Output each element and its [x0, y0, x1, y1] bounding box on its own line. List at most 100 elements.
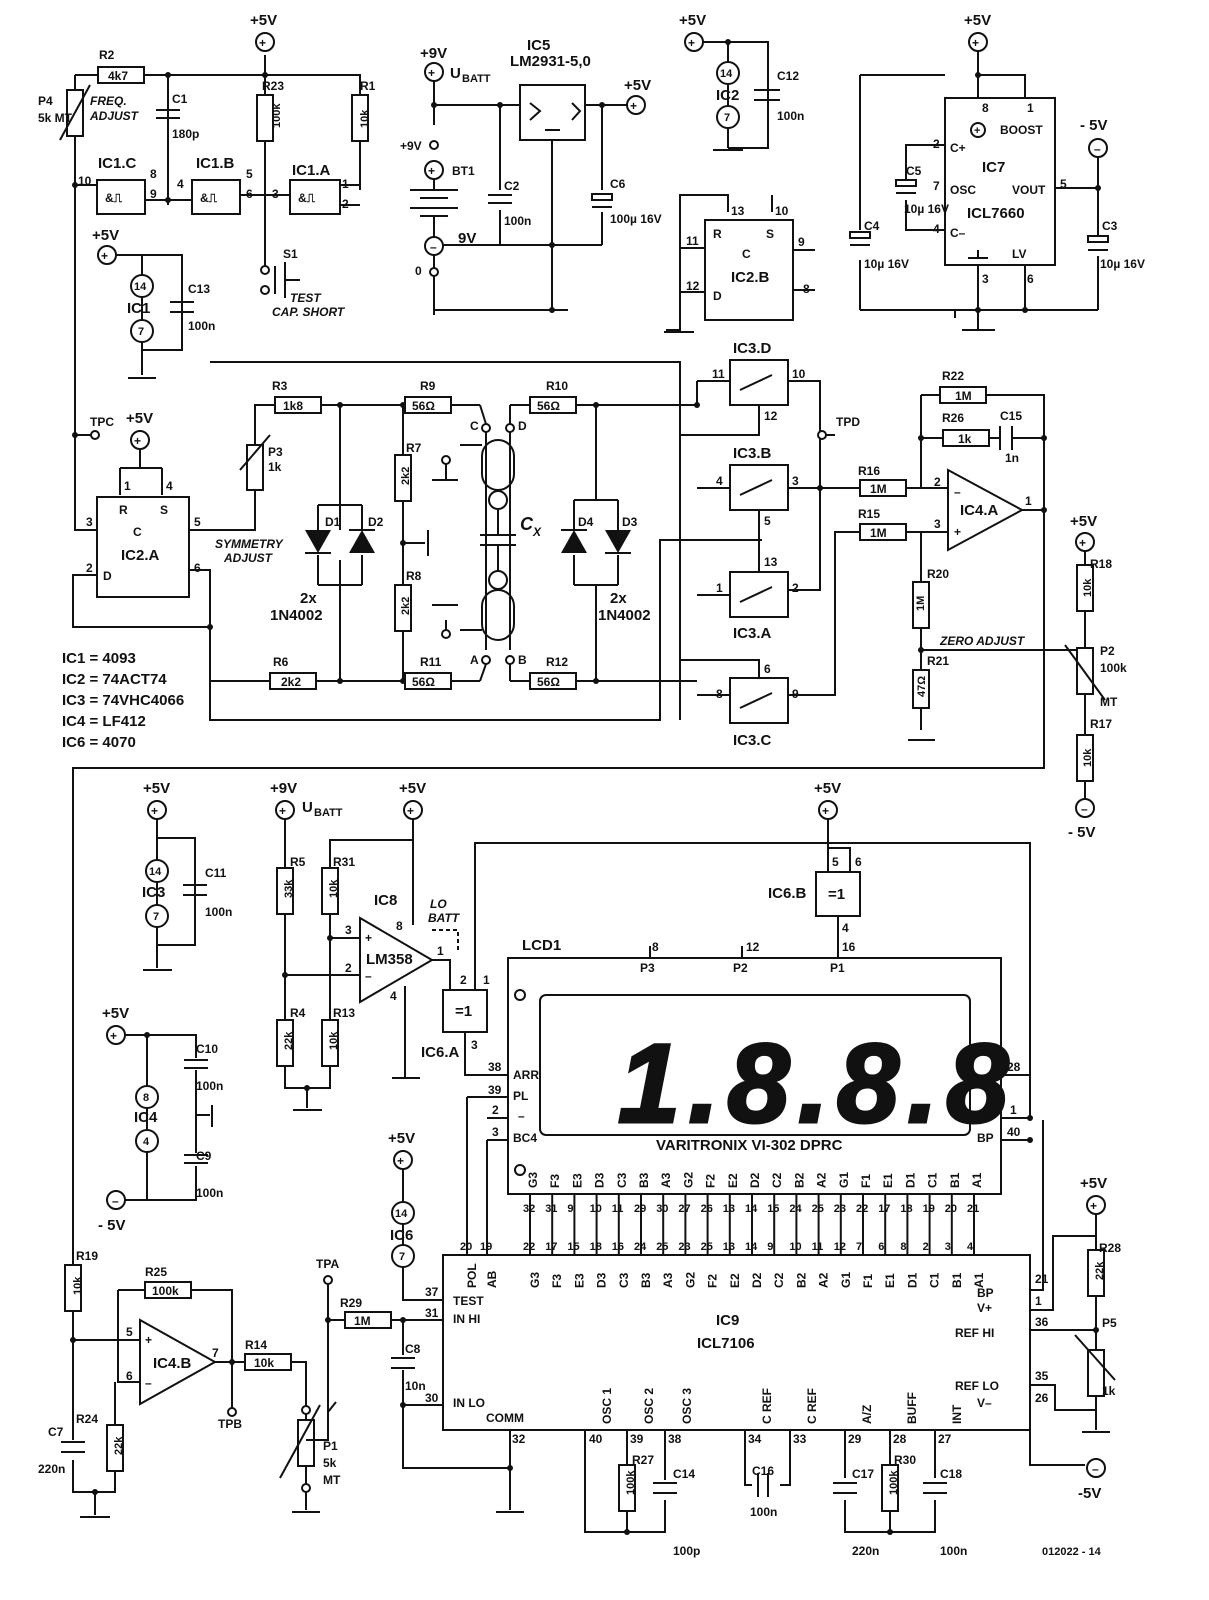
lcd-segment-label: C1	[926, 1172, 940, 1188]
ic7-pin: OSC	[950, 183, 976, 197]
lcd-segment-label: E1	[881, 1173, 895, 1188]
r12-label: R12	[546, 655, 568, 669]
potentiometer-p5	[1087, 1349, 1105, 1397]
switch-ic3c	[729, 677, 789, 724]
c3-value: 10µ 16V	[1100, 257, 1145, 271]
ic9-section: IC9 ICL7106 POL20AB19G322F317E315D318C31…	[425, 1120, 1121, 1558]
c18-label: C18	[940, 1467, 962, 1481]
svg-text:10: 10	[78, 174, 92, 188]
svg-text:1: 1	[716, 581, 723, 595]
ic8-section: + +9V U BATT + +5V R5 33k R31 10k R4 22k…	[270, 780, 1031, 1120]
r5-label: R5	[290, 855, 306, 869]
ic-list-item: IC1 = 4093	[62, 650, 136, 667]
svg-text:+: +	[101, 249, 108, 263]
resistor-r13	[321, 1019, 339, 1067]
ubatt-sub: BATT	[314, 807, 343, 819]
ic9-pin-label: B3	[639, 1272, 653, 1288]
pin-number: 12	[746, 940, 760, 954]
supply-label: +5V	[388, 1130, 415, 1147]
drawing-number: 012022 - 14	[1042, 1546, 1102, 1558]
resistor-r23	[256, 94, 274, 142]
svg-text:1: 1	[437, 944, 444, 958]
ic9-pin-label: INT	[950, 1404, 964, 1424]
r15-label: R15	[858, 507, 880, 521]
ic9-pin-label: IN HI	[453, 1312, 480, 1326]
ic9-pin-label: D3	[595, 1272, 609, 1288]
ic-list-item: IC6 = 4070	[62, 734, 136, 751]
ic9-pin-label: C REF	[760, 1388, 774, 1424]
r28-label: R28	[1099, 1241, 1121, 1255]
svg-text:37: 37	[425, 1285, 439, 1299]
c5-label: C5	[906, 164, 922, 178]
pin-number: 15	[567, 1241, 579, 1253]
svg-text:5: 5	[832, 855, 839, 869]
svg-text:3: 3	[792, 474, 799, 488]
pin-number: 31	[545, 1203, 557, 1215]
ic9-pin-label: E1	[883, 1273, 897, 1288]
ic7-label: IC7	[982, 159, 1005, 176]
svg-text:11: 11	[712, 367, 725, 381]
r22-value: 1M	[955, 389, 972, 403]
c13-value: 100n	[188, 319, 215, 333]
pin-number: 13	[723, 1241, 735, 1253]
diode-type-label: 1N4002	[270, 607, 323, 624]
r8-label: R8	[406, 569, 422, 583]
lcd-segment-label: C3	[615, 1172, 629, 1188]
ic9-pin-label: F3	[550, 1274, 564, 1288]
supply-label: +9V	[420, 45, 447, 62]
conn-d-label: D	[518, 419, 527, 433]
ic6-power: + +5V 14 7 IC6	[388, 1130, 443, 1301]
pin-number: 1	[1010, 1103, 1017, 1117]
c17-value: 220n	[852, 1544, 879, 1558]
cap-short-label: CAP. SHORT	[272, 305, 346, 319]
freq-label-2: ADJUST	[89, 109, 140, 123]
lcd-segment-label: D2	[748, 1172, 762, 1188]
ic2a-label: IC2.A	[121, 547, 160, 564]
d4-label: D4	[578, 515, 594, 529]
svg-text:13: 13	[764, 555, 778, 569]
pin-number: 9	[567, 1203, 573, 1215]
r4-value: 22k	[283, 1031, 295, 1050]
p2-label: P2	[1100, 644, 1115, 658]
conn-a-label: A	[470, 653, 479, 667]
r28-value: 22k	[1094, 1261, 1106, 1280]
ic4b-section: R19 10k C7 220n R25 100k +– IC4.B 567 R2…	[38, 1249, 524, 1518]
lcd-pin-label: PL	[513, 1089, 528, 1103]
lcd-part: VARITRONIX VI-302 DPRC	[656, 1137, 843, 1154]
c2-value: 100n	[504, 214, 531, 228]
svg-text:–: –	[112, 1194, 119, 1208]
supply-label: +5V	[143, 780, 170, 797]
ic4-power: + +5V 8 4 IC4 – - 5V C10 100n C9 100n	[98, 1005, 223, 1234]
c8-value: 10n	[405, 1379, 426, 1393]
opamp-ic4a	[947, 468, 1025, 552]
r15-value: 1M	[870, 526, 887, 540]
c11-label: C11	[205, 866, 227, 880]
pin-number: 17	[545, 1241, 557, 1253]
resistor-r17	[1076, 734, 1094, 782]
lcd-segment-label: B1	[948, 1172, 962, 1188]
svg-text:C: C	[133, 525, 142, 539]
ic2b-label: IC2.B	[731, 269, 770, 286]
r2-label: R2	[99, 48, 115, 62]
ic9-pin-label: G1	[839, 1272, 853, 1288]
gate-ic1b	[191, 179, 241, 215]
svg-text:+: +	[630, 99, 637, 113]
freq-label: FREQ.	[90, 94, 127, 108]
svg-text:6: 6	[764, 662, 771, 676]
resistor-r30	[881, 1464, 899, 1512]
pin-number: 14	[720, 68, 733, 80]
pin-number: 25	[656, 1241, 668, 1253]
c14-value: 100p	[673, 1544, 700, 1558]
resistor-r3	[274, 396, 322, 414]
r24-label: R24	[76, 1412, 98, 1426]
resistor-r24	[106, 1424, 124, 1472]
r16-value: 1M	[870, 482, 887, 496]
ic3-power: + +5V 14 7 IC3 C11 100n	[142, 780, 232, 971]
r29-value: 1M	[354, 1314, 371, 1328]
svg-text:4: 4	[842, 921, 849, 935]
lcd-pin-label: ARR	[513, 1068, 539, 1082]
lcd-segment-label: G1	[837, 1172, 851, 1188]
ic9-pin-label: G2	[683, 1272, 697, 1288]
